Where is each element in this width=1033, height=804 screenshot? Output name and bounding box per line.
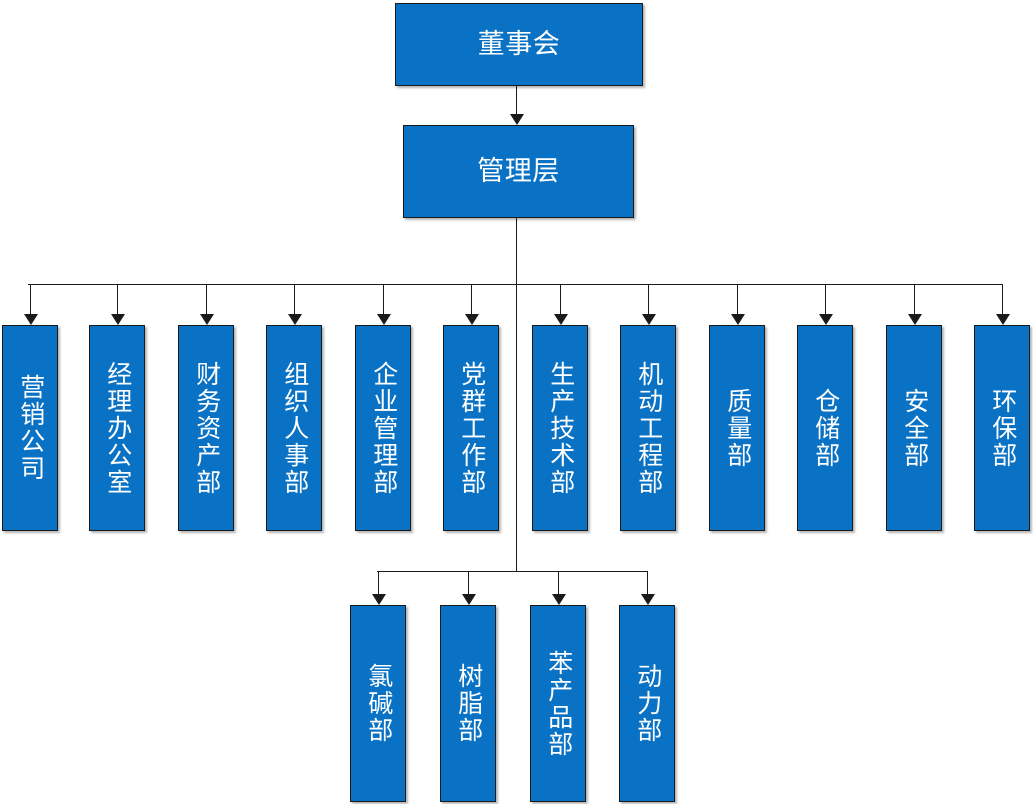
production-unit-arrowhead-3 xyxy=(640,594,655,605)
department-node-label-8: 质量部 xyxy=(723,387,751,469)
department-node-label-1: 经理办公室 xyxy=(103,360,131,496)
connector-production-bus xyxy=(377,571,647,572)
department-arrowhead-6 xyxy=(553,314,568,325)
department-node-3[interactable]: 组织人事部 xyxy=(266,325,322,531)
department-droplink-1 xyxy=(117,284,118,314)
node-management[interactable]: 管理层 xyxy=(403,125,634,218)
department-node-5[interactable]: 党群工作部 xyxy=(443,325,499,531)
department-droplink-9 xyxy=(825,284,826,314)
department-node-label-11: 环保部 xyxy=(988,387,1016,469)
production-unit-node-label-0: 氯碱部 xyxy=(364,663,392,744)
department-droplink-4 xyxy=(383,284,384,314)
department-node-9[interactable]: 仓储部 xyxy=(797,325,853,531)
department-droplink-5 xyxy=(471,284,472,314)
department-arrowhead-7 xyxy=(641,314,656,325)
department-node-label-9: 仓储部 xyxy=(811,387,839,469)
department-node-label-3: 组织人事部 xyxy=(280,360,308,496)
production-unit-node-1[interactable]: 树脂部 xyxy=(440,605,496,802)
department-arrowhead-0 xyxy=(23,314,38,325)
production-unit-node-label-1: 树脂部 xyxy=(454,663,482,744)
node-management-label: 管理层 xyxy=(477,156,560,187)
department-node-6[interactable]: 生产技术部 xyxy=(532,325,588,531)
node-board-of-directors[interactable]: 董事会 xyxy=(395,3,643,86)
department-arrowhead-10 xyxy=(907,314,922,325)
department-node-0[interactable]: 营销公司 xyxy=(2,325,58,531)
production-unit-arrowhead-0 xyxy=(371,594,386,605)
department-node-7[interactable]: 机动工程部 xyxy=(620,325,676,531)
department-node-label-10: 安全部 xyxy=(900,387,928,469)
production-unit-droplink-1 xyxy=(468,571,469,594)
department-node-label-4: 企业管理部 xyxy=(369,360,397,496)
production-unit-node-0[interactable]: 氯碱部 xyxy=(350,605,406,802)
department-node-label-6: 生产技术部 xyxy=(546,360,574,496)
production-unit-node-label-2: 苯产品部 xyxy=(544,649,572,758)
department-arrowhead-9 xyxy=(818,314,833,325)
production-unit-node-2[interactable]: 苯产品部 xyxy=(530,605,586,802)
connector-management-trunk xyxy=(516,218,517,571)
department-droplink-2 xyxy=(206,284,207,314)
department-node-11[interactable]: 环保部 xyxy=(974,325,1030,531)
production-unit-node-label-3: 动力部 xyxy=(633,663,661,744)
department-node-1[interactable]: 经理办公室 xyxy=(89,325,145,531)
department-node-label-7: 机动工程部 xyxy=(634,360,662,496)
connector-board-to-management xyxy=(516,86,517,116)
department-arrowhead-4 xyxy=(376,314,391,325)
department-droplink-10 xyxy=(914,284,915,314)
department-arrowhead-5 xyxy=(464,314,479,325)
department-arrowhead-1 xyxy=(110,314,125,325)
department-droplink-3 xyxy=(294,284,295,314)
department-node-label-2: 财务资产部 xyxy=(192,360,220,496)
department-node-4[interactable]: 企业管理部 xyxy=(355,325,411,531)
production-unit-droplink-0 xyxy=(378,571,379,594)
production-unit-droplink-3 xyxy=(647,571,648,594)
production-unit-arrowhead-2 xyxy=(551,594,566,605)
node-board-label: 董事会 xyxy=(477,29,561,60)
production-unit-node-3[interactable]: 动力部 xyxy=(619,605,675,802)
department-arrowhead-3 xyxy=(287,314,302,325)
production-unit-droplink-2 xyxy=(558,571,559,594)
department-node-8[interactable]: 质量部 xyxy=(709,325,765,531)
department-node-label-0: 营销公司 xyxy=(16,374,44,482)
department-droplink-6 xyxy=(560,284,561,314)
department-droplink-0 xyxy=(30,284,31,314)
department-droplink-7 xyxy=(648,284,649,314)
department-arrowhead-2 xyxy=(199,314,214,325)
production-unit-arrowhead-1 xyxy=(461,594,476,605)
department-arrowhead-8 xyxy=(730,314,745,325)
department-droplink-11 xyxy=(1002,284,1003,314)
department-arrowhead-11 xyxy=(995,314,1010,325)
department-node-10[interactable]: 安全部 xyxy=(886,325,942,531)
connector-department-bus xyxy=(28,284,1003,285)
department-droplink-8 xyxy=(737,284,738,314)
department-node-2[interactable]: 财务资产部 xyxy=(178,325,234,531)
arrowhead-management xyxy=(509,114,524,125)
department-node-label-5: 党群工作部 xyxy=(457,360,485,496)
